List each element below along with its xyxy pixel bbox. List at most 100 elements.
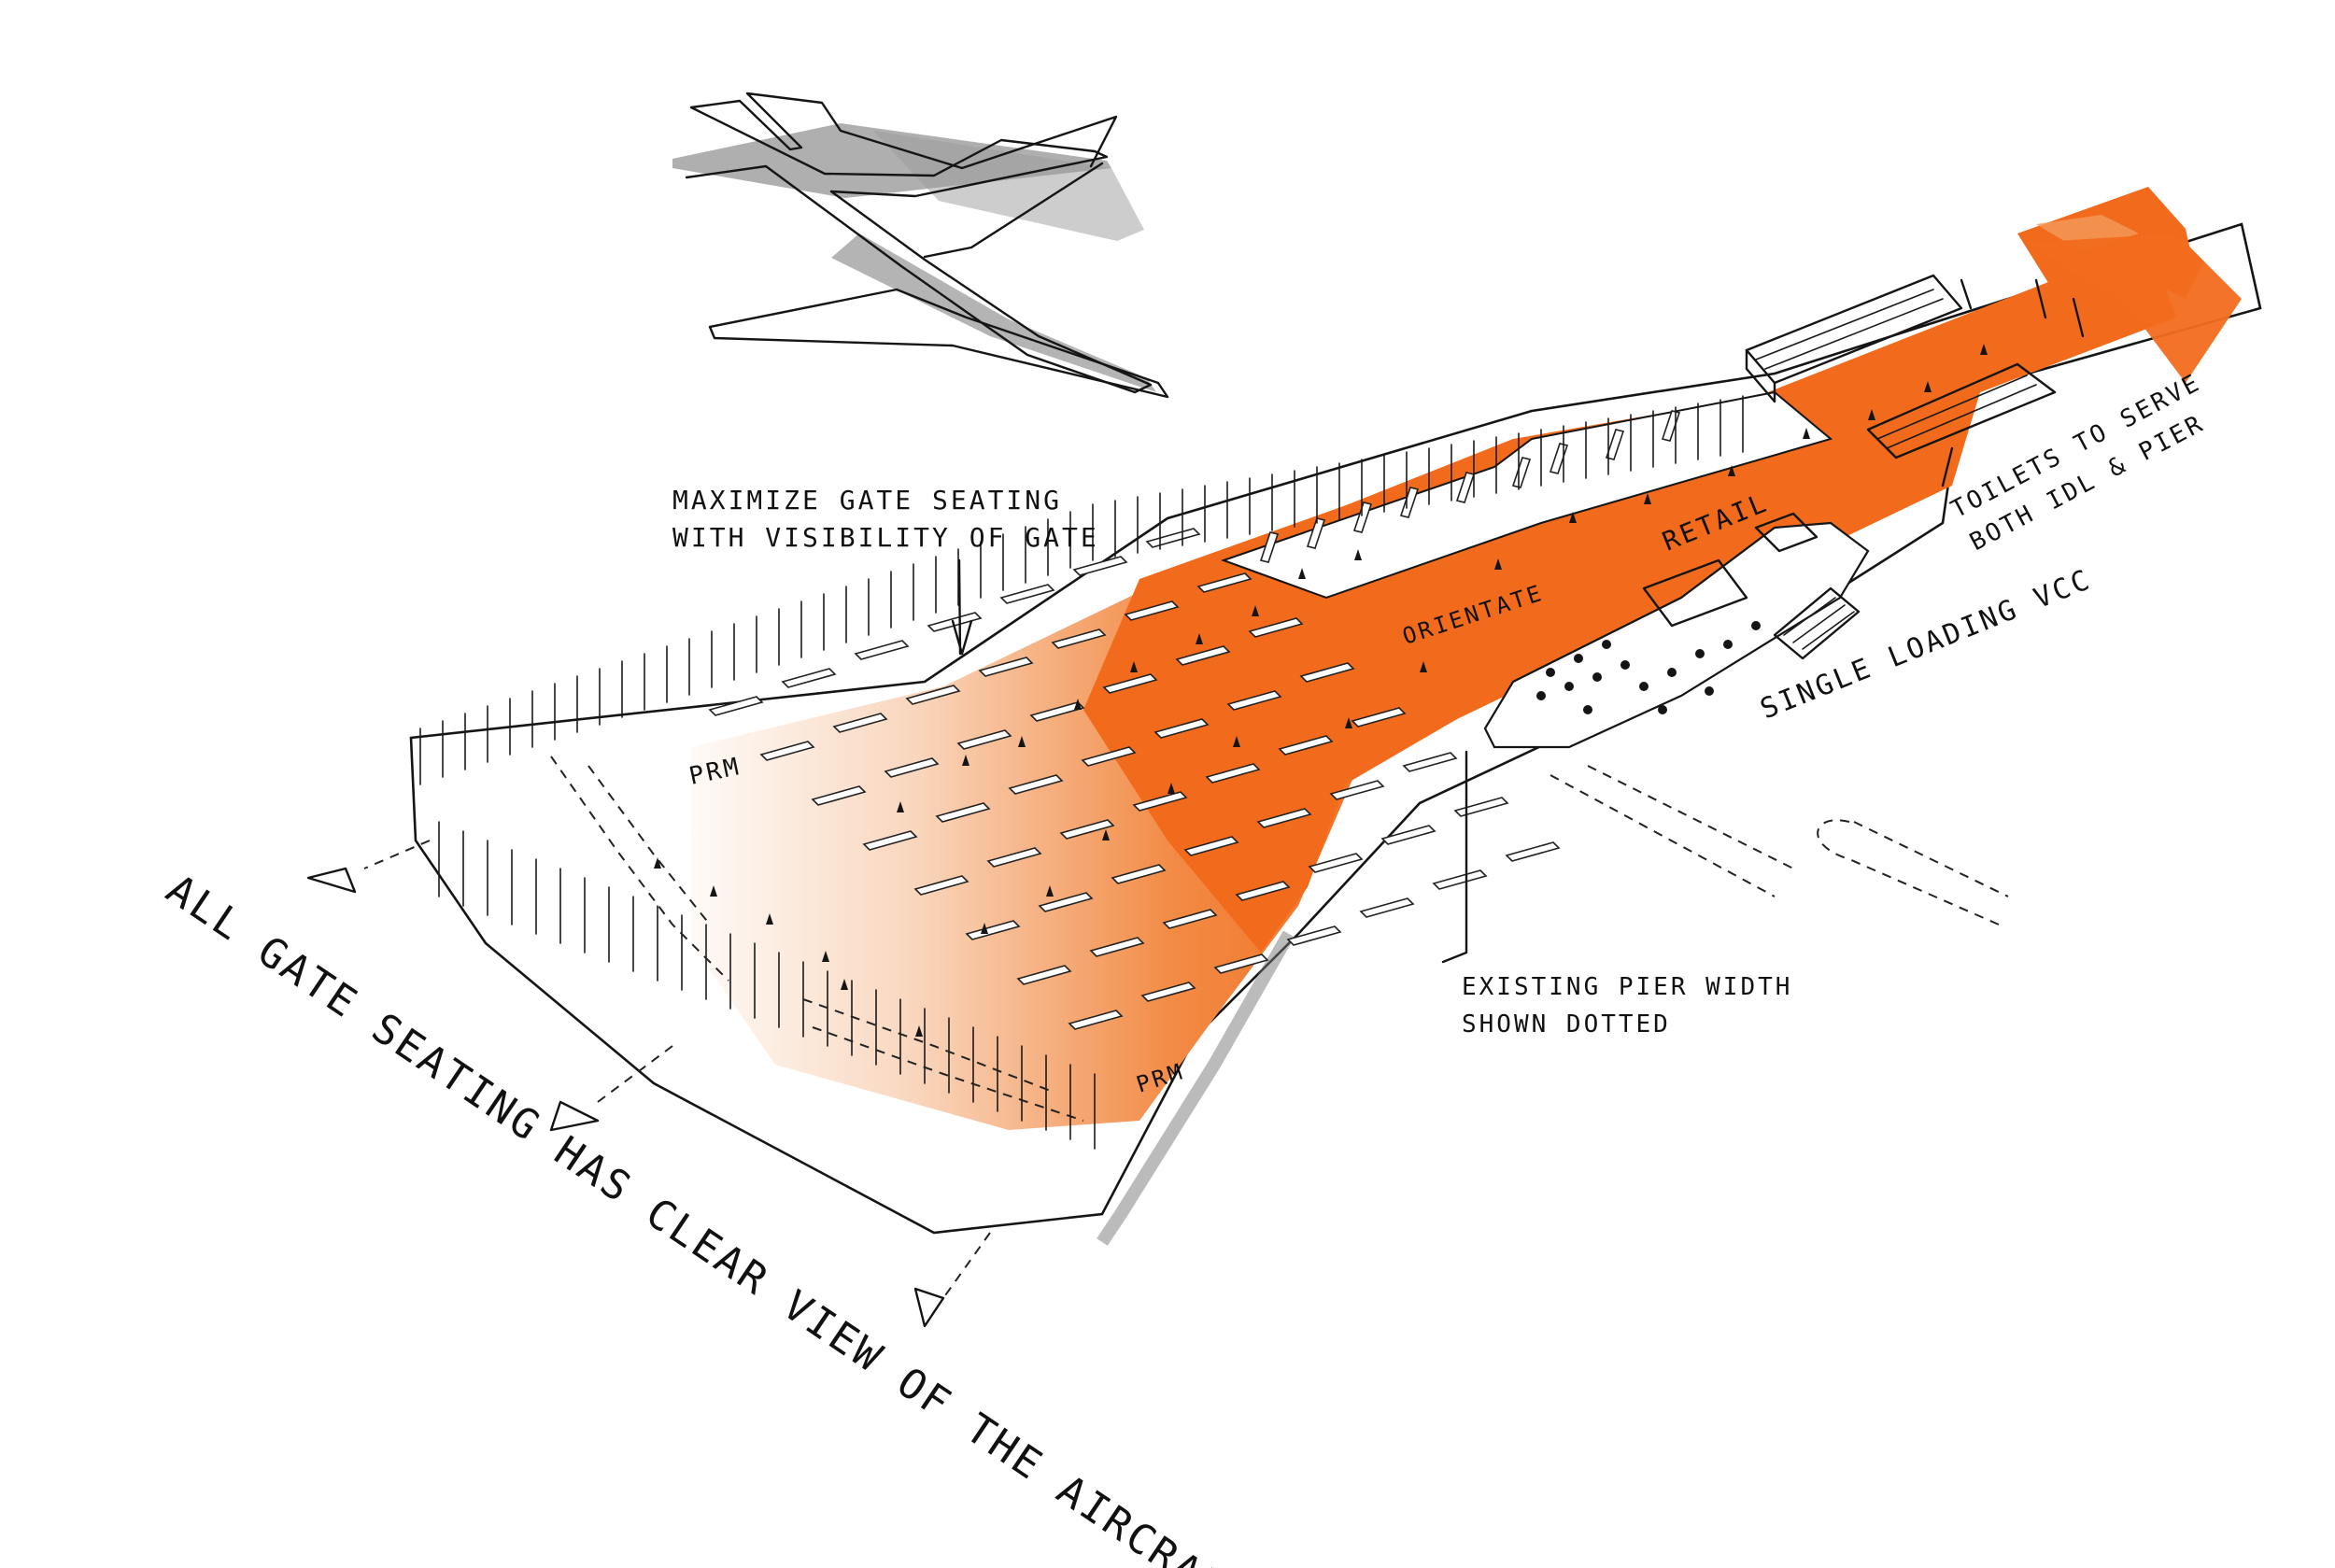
- person-marker: [1102, 829, 1110, 841]
- concourse-floor: [691, 187, 2242, 1130]
- seat-row: [1102, 673, 1158, 694]
- seat-row: [1402, 752, 1458, 772]
- view-arrow-icon: [306, 619, 991, 1328]
- person-marker: [1728, 465, 1735, 476]
- maximize-annotation-line1: MAXIMIZE GATE SEATING: [672, 485, 1062, 516]
- seat-row: [1081, 746, 1137, 767]
- seat-row: [999, 584, 1055, 604]
- seat-row: [1308, 853, 1364, 873]
- maximize-annotation-line2: WITH VISIBILITY OF GATE: [672, 522, 1099, 553]
- vcc-escalator: [1773, 586, 1861, 660]
- seat-row: [832, 713, 888, 733]
- seat-row: [1213, 954, 1269, 974]
- seat-row: [1111, 864, 1167, 884]
- person-marker: [1345, 717, 1352, 728]
- person-marker: [1252, 605, 1259, 616]
- seat-row: [1124, 600, 1180, 621]
- seat-row: [1226, 690, 1282, 711]
- person-marker: [1803, 428, 1810, 439]
- person-marker: [981, 923, 988, 934]
- seat-row: [1432, 869, 1488, 890]
- person-marker: [1130, 661, 1138, 672]
- existing-pier-annotation-line2: SHOWN DOTTED: [1462, 1010, 1671, 1038]
- seat-row: [1453, 797, 1509, 817]
- toilet-blocks: [1745, 274, 2085, 459]
- seat-row: [884, 757, 940, 778]
- person-marker: [1868, 409, 1875, 420]
- seat-row: [862, 830, 918, 851]
- seat-row: [965, 920, 1021, 940]
- aircraft-sketch-icon: [672, 92, 1169, 399]
- seat-row: [1029, 701, 1085, 722]
- person-marker: [654, 857, 661, 869]
- seat-row: [811, 785, 867, 806]
- person-marker: [710, 885, 717, 897]
- seat-row: [913, 875, 969, 896]
- person-marker: [1168, 783, 1175, 794]
- seat-row: [1183, 836, 1239, 856]
- seat-row: [1299, 662, 1355, 683]
- seat-row: [1359, 897, 1415, 918]
- seat-row: [1306, 517, 1326, 549]
- person-marker: [915, 1025, 923, 1037]
- seat-row: [1068, 1010, 1124, 1030]
- seat-row: [1016, 965, 1072, 985]
- seat-row: [1278, 735, 1334, 756]
- facade-mullions: [419, 395, 1744, 1150]
- person-marker: [1074, 699, 1082, 710]
- person-marker: [962, 755, 969, 766]
- people-markers: [654, 344, 1988, 1037]
- leader-lines: [957, 446, 1954, 964]
- seat-row: [1505, 841, 1561, 862]
- seat-row: [1286, 925, 1342, 946]
- seat-row: [1132, 791, 1188, 812]
- seat-row: [781, 668, 837, 688]
- existing-pier-annotation-line1: EXISTING PIER WIDTH: [1462, 973, 1792, 1001]
- person-marker: [1046, 885, 1054, 897]
- seat-row: [956, 729, 1012, 750]
- seat-row: [854, 640, 910, 660]
- person-marker: [1569, 512, 1577, 523]
- seat-row: [1380, 825, 1436, 845]
- person-marker: [822, 951, 829, 962]
- seat-row: [1089, 937, 1145, 957]
- seat-row: [986, 847, 1042, 868]
- retail-island: [1483, 512, 1870, 749]
- seat-row: [1140, 982, 1196, 1002]
- seat-row: [1059, 819, 1115, 840]
- seat-row: [759, 741, 815, 761]
- seat-row: [1351, 707, 1407, 727]
- seat-row: [1352, 501, 1373, 533]
- person-marker: [1980, 344, 1988, 355]
- seat-row: [1051, 629, 1107, 649]
- seat-row: [1248, 617, 1304, 638]
- seat-row: [978, 657, 1034, 677]
- seat-row: [708, 696, 764, 716]
- seat-row: [1329, 780, 1385, 800]
- person-marker: [1196, 633, 1203, 644]
- person-marker: [766, 913, 773, 925]
- person-marker: [1420, 661, 1427, 672]
- seat-row: [1605, 429, 1625, 460]
- seat-row: [1259, 531, 1280, 563]
- seat-row: [1153, 718, 1210, 739]
- person-marker: [1924, 381, 1932, 392]
- person-marker: [1494, 558, 1502, 570]
- upper-seating-lane: [1221, 390, 1833, 600]
- gate-seating-rows: [708, 410, 1681, 1030]
- person-marker: [841, 979, 848, 990]
- existing-pier-dotted: [550, 756, 2009, 1122]
- seat-row: [935, 802, 991, 823]
- seat-row: [1205, 763, 1261, 784]
- seat-row: [905, 685, 961, 705]
- seat-row: [1008, 774, 1064, 795]
- seat-row: [1162, 909, 1218, 929]
- person-marker: [1233, 736, 1240, 747]
- seat-row: [1196, 572, 1252, 593]
- seat-row: [1072, 556, 1128, 576]
- seat-row: [1175, 645, 1231, 666]
- person-marker: [1644, 493, 1651, 504]
- person-marker: [1298, 568, 1306, 579]
- seat-row: [1256, 808, 1312, 828]
